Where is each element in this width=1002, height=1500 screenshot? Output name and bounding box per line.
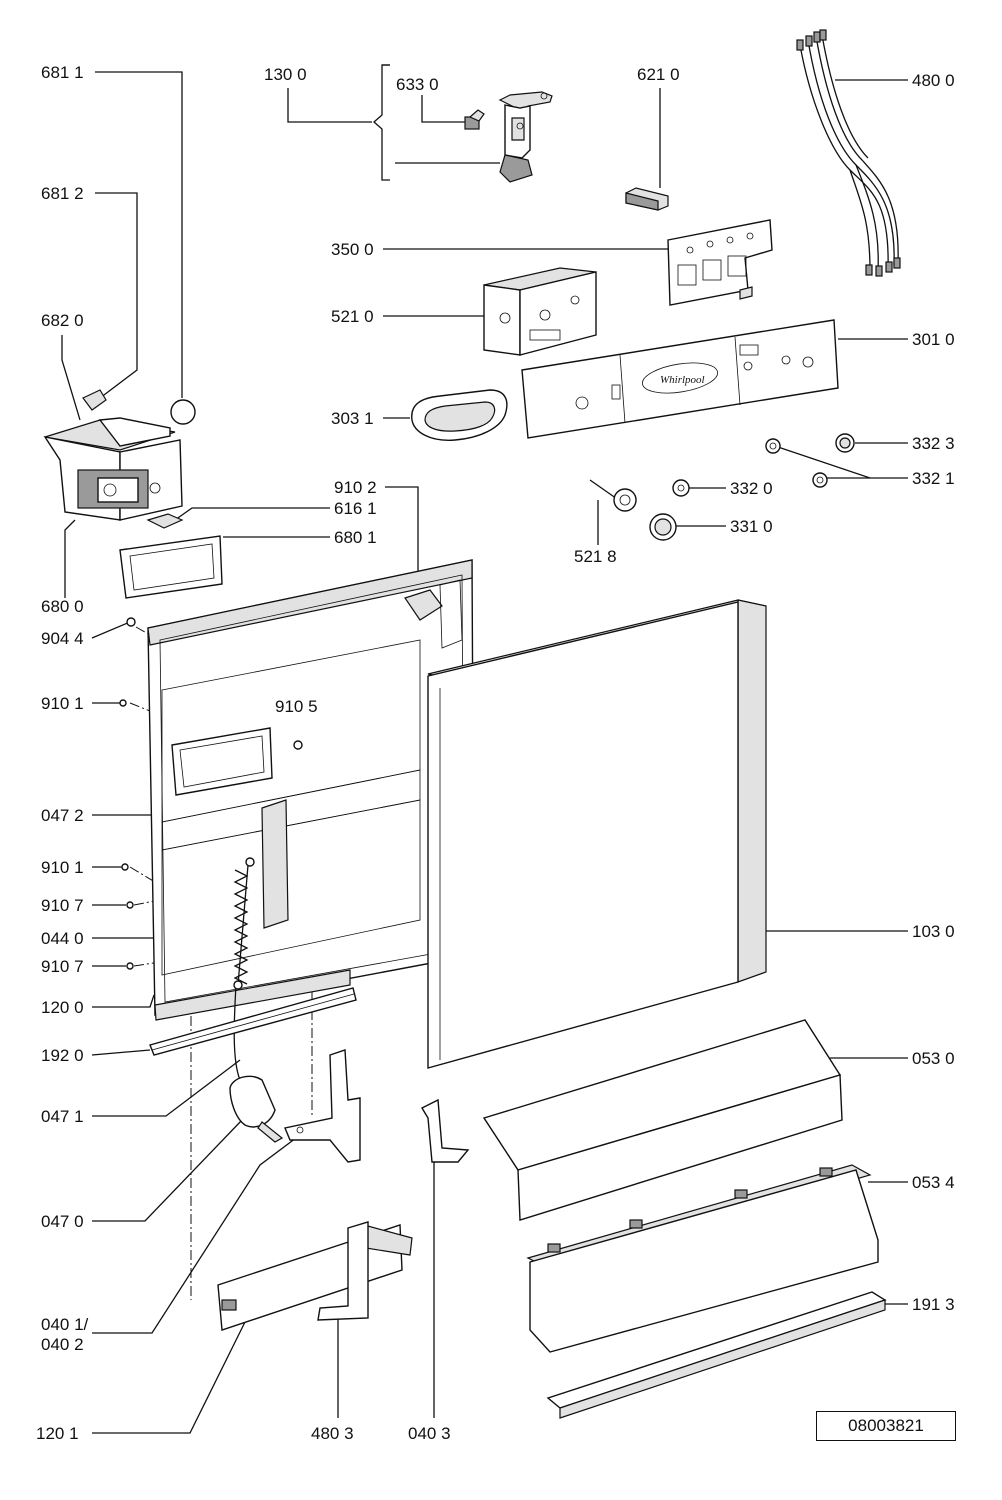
bottom-panel-120-1 [217,1224,413,1331]
label-910-1b: 910 1 [41,858,84,877]
label-633-0: 633 0 [396,75,439,94]
control-module-521 [483,267,597,356]
trim-191-3 [546,1291,887,1419]
label-680-1: 680 1 [334,528,377,547]
bracket-480-3 [317,1221,369,1321]
trim-strip-192 [149,987,357,1056]
label-103-0: 103 0 [912,922,955,941]
label-521-8: 521 8 [574,547,617,566]
label-681-1: 681 1 [41,63,84,82]
label-331-0: 331 0 [730,517,773,536]
hinge-040 [284,1049,361,1163]
label-480-3: 480 3 [311,1424,354,1443]
control-board-350 [667,219,773,306]
label-120-0: 120 0 [41,998,84,1017]
label-192-0: 192 0 [41,1046,84,1065]
leader-lines [61,64,908,1434]
knob-332-0 [672,479,690,497]
toe-kick-053-0 [482,1019,843,1221]
label-910-7b: 910 7 [41,957,84,976]
svg-text:Whirlpool: Whirlpool [660,374,705,386]
drawing-number: 08003821 [816,1411,956,1441]
door-spring-044 [233,857,255,1081]
knob-332-1a [765,438,781,454]
label-910-7a: 910 7 [41,896,84,915]
label-616-1: 616 1 [334,499,377,518]
label-191-3: 191 3 [912,1295,955,1314]
label-044-0: 044 0 [41,929,84,948]
label-621-0: 621 0 [637,65,680,84]
label-301-0: 301 0 [912,330,955,349]
label-350-0: 350 0 [331,240,374,259]
knob-332-3 [835,433,855,453]
label-120-1: 120 1 [36,1424,79,1443]
bracket-040-3 [421,1098,470,1163]
plinth-053-4 [526,1164,879,1353]
label-130-0: 130 0 [264,65,307,84]
label-053-4: 053 4 [912,1173,955,1192]
label-681-2: 681 2 [41,184,84,203]
label-053-0: 053 0 [912,1049,955,1068]
label-040-3: 040 3 [408,1424,451,1443]
control-panel-301: Whirlpool [521,319,839,439]
label-040-1: 040 1/ [41,1315,89,1334]
knob-521-8 [589,479,637,512]
gasket-680-1 [119,535,223,599]
label-680-0: 680 0 [41,597,84,616]
knobs [589,433,855,541]
micro-switch-633 [464,109,485,130]
label-047-0: 047 0 [41,1212,84,1231]
label-332-3: 332 3 [912,434,955,453]
label-047-2: 047 2 [41,806,84,825]
label-047-1: 047 1 [41,1107,84,1126]
label-040-2: 040 2 [41,1335,84,1354]
wiring-harness-480 [796,29,901,277]
knob-332-1b [812,472,828,488]
label-910-5: 910 5 [275,697,318,716]
label-682-0: 682 0 [41,311,84,330]
label-303-1: 303 1 [331,409,374,428]
label-904-4: 904 4 [41,629,84,648]
sensor-621 [625,187,669,211]
label-332-0: 332 0 [730,479,773,498]
dispenser-680 [43,389,196,529]
label-521-0: 521 0 [331,307,374,326]
inner-door-120 [147,559,475,1021]
screws [119,617,303,970]
label-910-1a: 910 1 [41,694,84,713]
label-480-0: 480 0 [912,71,955,90]
door-lock-130 [498,91,553,183]
knob-331-0 [649,513,677,541]
label-910-2: 910 2 [334,478,377,497]
label-332-1: 332 1 [912,469,955,488]
outer-door-103 [427,599,767,1069]
screw-904-4 [126,617,136,627]
handle-303 [411,389,508,441]
pulley-047-0 [229,1075,284,1143]
